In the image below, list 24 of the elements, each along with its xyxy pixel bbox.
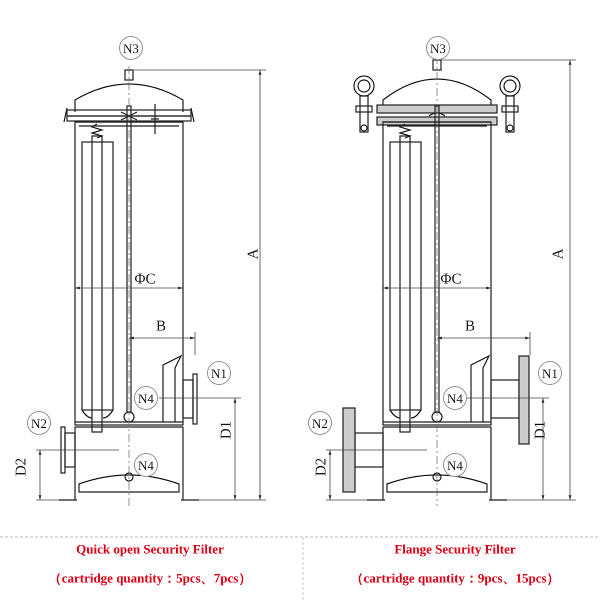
cartridge-quantity-note: （cartridge quantity：5pcs、7pcs） — [48, 572, 252, 584]
dimension-label: D2 — [314, 458, 330, 476]
nozzle-label: N4 — [134, 453, 158, 477]
dimension-label: D1 — [534, 420, 548, 440]
nozzle-label: N4 — [134, 386, 158, 410]
dimension-label: ΦC — [440, 272, 462, 288]
nozzle-label: N3 — [119, 36, 143, 60]
dimension-label: D2 — [14, 458, 30, 476]
dimension-label: B — [465, 320, 475, 334]
nozzle-label: N3 — [426, 36, 450, 60]
filter-title: Flange Security Filter — [394, 542, 516, 556]
nozzle-label: N4 — [443, 453, 467, 477]
dimension-label: A — [552, 248, 566, 260]
cartridge-quantity-note: （cartridge quantity：9pcs、15pcs） — [350, 572, 560, 584]
dimension-label: D1 — [220, 420, 234, 440]
nozzle-label: N2 — [308, 411, 332, 435]
nozzle-label: N2 — [27, 411, 51, 435]
nozzle-label: N1 — [207, 361, 231, 385]
dimension-label: A — [246, 248, 262, 260]
nozzle-label: N1 — [538, 361, 562, 385]
dimension-label: B — [156, 320, 166, 334]
dimension-label: ΦC — [134, 272, 156, 288]
filter-title: Quick open Security Filter — [76, 542, 224, 556]
nozzle-label: N4 — [443, 386, 467, 410]
